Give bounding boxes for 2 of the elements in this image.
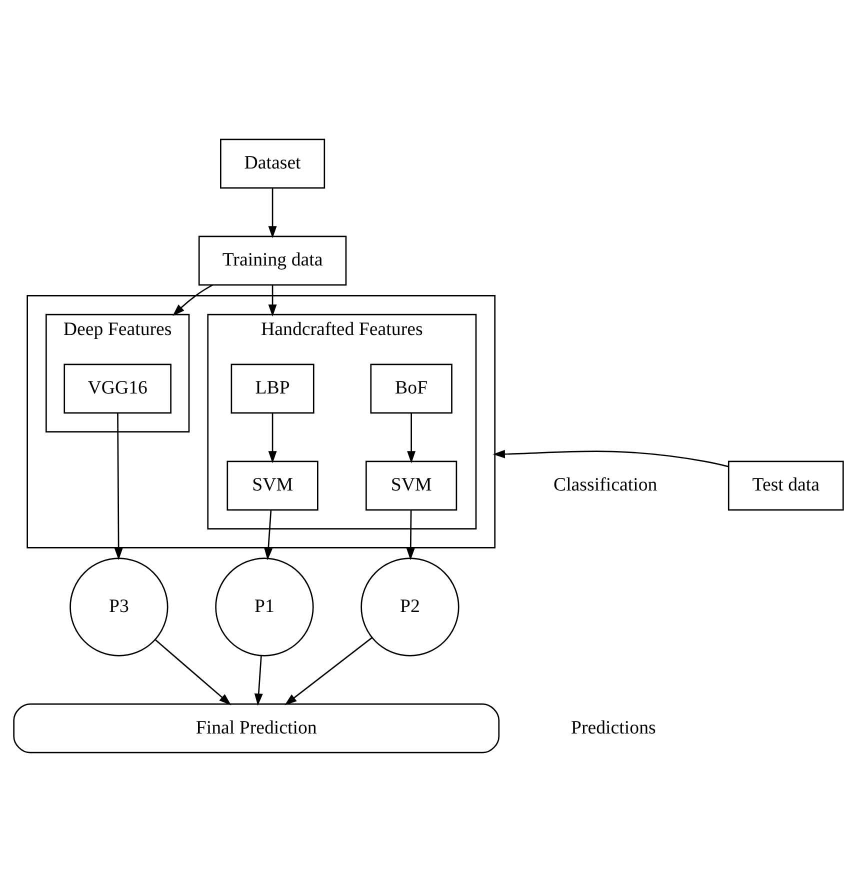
label: Classification [553,474,658,496]
label: Predictions [571,716,656,738]
